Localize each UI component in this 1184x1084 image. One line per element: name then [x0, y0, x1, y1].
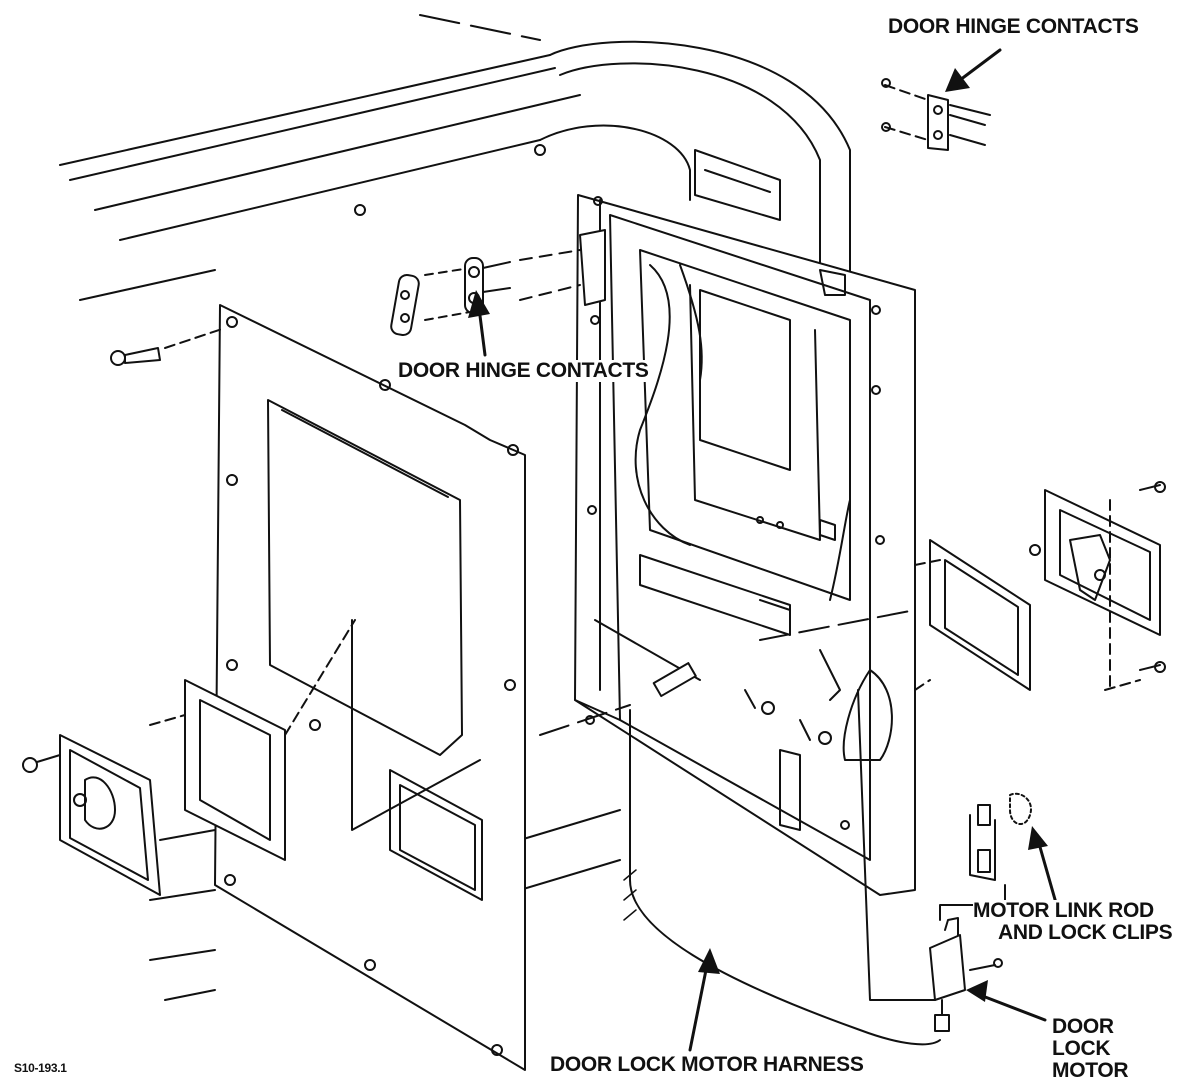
leader-arrows — [476, 48, 1060, 1052]
label-motor-link-rod: MOTOR LINK ROD AND LOCK CLIPS — [973, 899, 1173, 945]
trim-screw — [110, 327, 226, 366]
figure-id: S10-193.1 — [14, 1061, 67, 1075]
label-motor-link-rod-line2: AND LOCK CLIPS — [998, 921, 1173, 945]
label-motor-link-rod-line1: MOTOR LINK ROD — [973, 899, 1154, 922]
door-frame — [574, 194, 916, 896]
lock-linkage — [539, 609, 916, 761]
label-door-hinge-contacts-top: DOOR HINGE CONTACTS — [888, 15, 1139, 39]
outside-handle-assembly — [914, 481, 1166, 691]
link-rod-clips — [939, 792, 1032, 921]
harness-wiring — [623, 264, 941, 1046]
vehicle-body-outline — [59, 14, 851, 1001]
inside-handle-assembly — [22, 619, 356, 896]
door-lock-motor — [929, 917, 1003, 1032]
leader-arrowheads — [468, 68, 1048, 1002]
label-door-lock-motor: DOOR LOCK MOTOR — [1052, 1015, 1129, 1083]
door-trim-panel — [214, 304, 526, 1071]
label-door-lock-motor-line2: LOCK — [1052, 1037, 1111, 1061]
label-door-hinge-contacts-mid: DOOR HINGE CONTACTS — [398, 359, 649, 383]
hinge-contacts-top — [881, 78, 991, 151]
hinge-contacts-mid — [390, 229, 606, 337]
label-door-lock-motor-line1: DOOR — [1052, 1015, 1114, 1038]
label-door-lock-motor-line3: MOTOR — [1052, 1059, 1129, 1083]
label-door-lock-motor-harness: DOOR LOCK MOTOR HARNESS — [550, 1053, 864, 1077]
